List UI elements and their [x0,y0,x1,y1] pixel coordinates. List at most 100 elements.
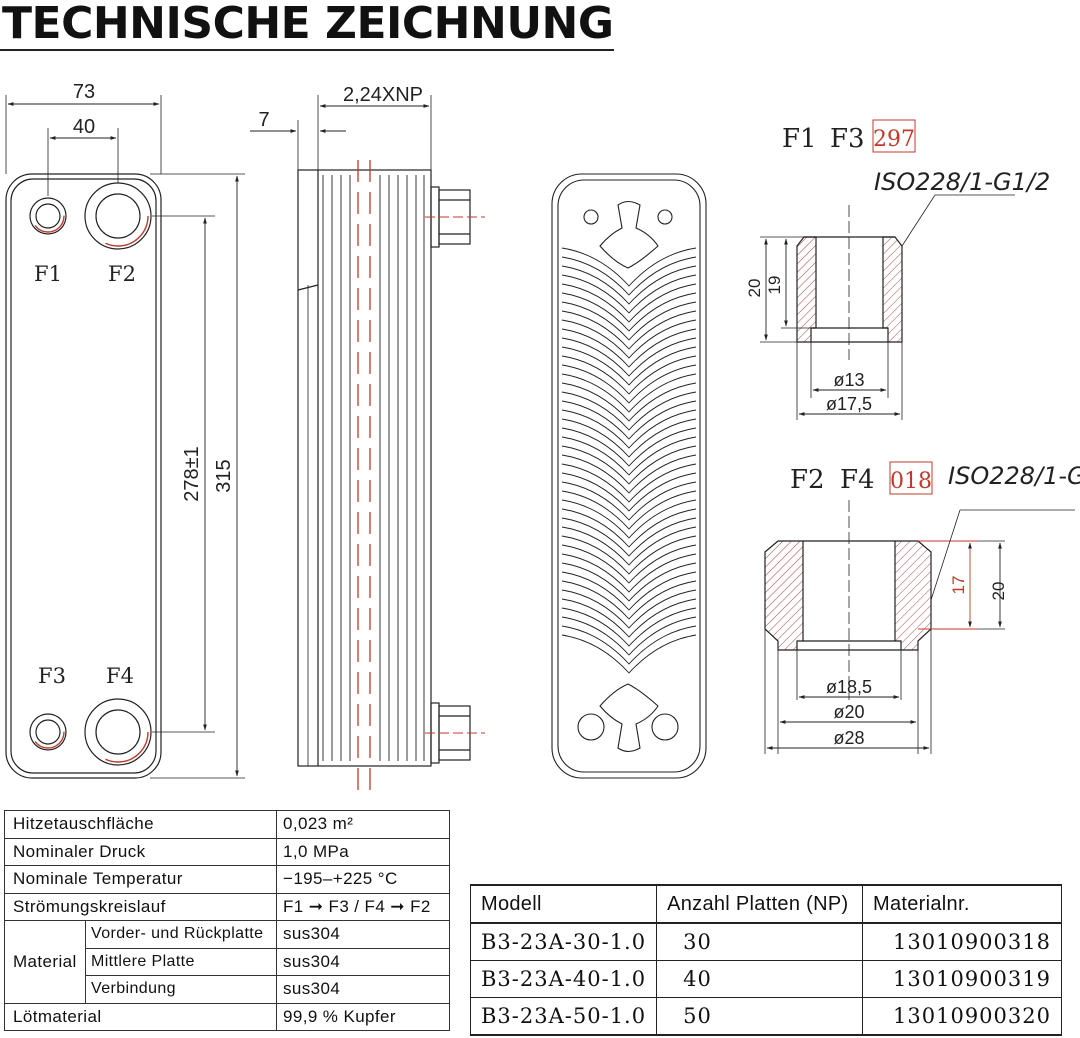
chevron-line [561,355,697,395]
chevron-line [561,256,697,296]
spec-row: Verbindung sus304 [5,975,450,1004]
chevron-pattern [561,247,697,674]
chevron-line [561,283,697,323]
spec-label: Hitzetauschfläche [4,810,277,839]
chevron-line [561,499,697,539]
spec-value: 0,023 m² [276,810,450,839]
port-label-f4: F4 [106,664,134,688]
port-label-f3: F3 [38,664,66,688]
detail2-label-a: F2 [790,465,825,495]
chevron-line [561,328,697,368]
model-table-header: Modell Anzahl Platten (NP) Materialnr. [469,884,1062,924]
chevron-line [561,382,697,422]
spec-label: Nominale Temperatur [4,865,277,894]
material-value: sus304 [276,947,450,976]
fitting-small-hatch-right [882,236,903,343]
chevron-line [561,409,697,449]
chevron-line [561,463,697,503]
chevron-line [561,553,697,593]
detail2-dim-bore: ø18,5 [826,677,872,697]
chevron-line [561,400,697,440]
model-plates: 50 [656,997,864,1036]
chevron-line [561,616,697,656]
model-name: B3-23A-40-1.0 [469,960,658,998]
chevron-line [561,310,697,350]
detail1-thread: ISO228/1-G1/2 [874,168,1050,196]
model-row: B3-23A-50-1.0 50 13010900320 [469,997,1062,1036]
model-name: B3-23A-30-1.0 [469,922,658,961]
spec-row: Nominale Temperatur −195–+225 °C [4,865,450,894]
dim-height-label: 315 [213,459,235,492]
model-row: B3-23A-40-1.0 40 13010900319 [469,960,1062,998]
front-plate-inner [10,178,157,774]
chevron-line [561,634,697,674]
detail1-dim-19: 19 [765,276,784,295]
page-title: TECHNISCHE ZEICHNUNG [2,0,614,49]
chevron-line [561,265,697,305]
dim-port-spacing-label: 40 [73,116,95,138]
chevron-line [561,301,697,341]
detail2-label-b: F4 [840,465,875,495]
chevron-line [561,373,697,413]
spec-row: Nominaler Druck 1,0 MPa [4,837,450,866]
spec-label: Lötmaterial [4,1002,277,1031]
dim-width-label: 73 [73,81,95,103]
chevron-line [561,598,697,638]
chevron-line [561,337,697,377]
technical-drawing: 73 40 278±1 315 F1 F2 F3 F4 [5,81,1080,790]
detail1-dim-20: 20 [745,279,764,298]
chevron-line [561,364,697,404]
model-material-number: 13010900318 [862,922,1062,961]
chevron-line [561,571,697,611]
header-plate-count: Anzahl Platten (NP) [656,884,864,924]
header-material-number: Materialnr. [862,884,1062,924]
chevron-line [561,346,697,386]
side-connection-top [425,186,485,248]
front-view [5,95,245,779]
material-sub-label: Vorder- und Rückplatte [85,920,277,949]
title-underline [0,49,614,51]
dim-port-vertical-label: 278±1 [181,446,203,501]
material-value: sus304 [276,920,450,949]
detail2-thread: ISO228/1-G1 [948,462,1080,490]
front-plate-outline [5,173,162,779]
chevron-line [561,292,697,332]
model-table: Modell Anzahl Platten (NP) Materialnr. B… [469,884,1062,1036]
spec-value: 1,0 MPa [276,837,450,866]
pattern-plate-outline [551,173,707,779]
material-sub-label: Mittlere Platte [85,947,277,976]
chevron-line [561,589,697,629]
port-f1 [29,197,67,235]
material-label: Material [4,920,86,1004]
chevron-line [561,517,697,557]
fitting-large-hatch-left [764,540,804,651]
model-material-number: 13010900319 [862,960,1062,998]
spec-label: Strömungskreislauf [4,892,277,921]
spec-value: 99,9 % Kupfer [276,1002,450,1031]
spec-label: Nominaler Druck [4,837,277,866]
side-plate-lines [322,175,425,761]
side-view [250,95,485,790]
chevron-line [561,427,697,467]
chevron-line [561,247,697,287]
detail2-dim-20: 20 [989,582,1008,601]
model-plates: 30 [656,922,864,961]
side-connection-bottom [425,702,485,764]
model-row: B3-23A-30-1.0 30 13010900318 [469,922,1062,961]
detail2-dim-17: 17 [949,576,968,595]
spec-row: Mittlere Platte sus304 [5,947,450,976]
detail1-label-b: F3 [830,124,865,154]
chevron-line [561,418,697,458]
model-material-number: 13010900320 [862,997,1062,1036]
spec-value: −195–+225 °C [276,865,450,894]
spec-row: Material Vorder- und Rückplatte sus304 [4,920,450,1004]
fitting-large-hatch-right [894,540,932,651]
port-label-f1: F1 [34,262,62,286]
chevron-line [561,580,697,620]
chevron-line [561,526,697,566]
detail-f2-f4 [764,461,1075,754]
chevron-line [561,436,697,476]
chevron-line [561,319,697,359]
spec-row: Strömungskreislauf F1 ➞ F3 / F4 ➞ F2 [4,892,450,921]
spec-table: Hitzetauschfläche 0,023 m² Nominaler Dru… [4,810,450,1031]
